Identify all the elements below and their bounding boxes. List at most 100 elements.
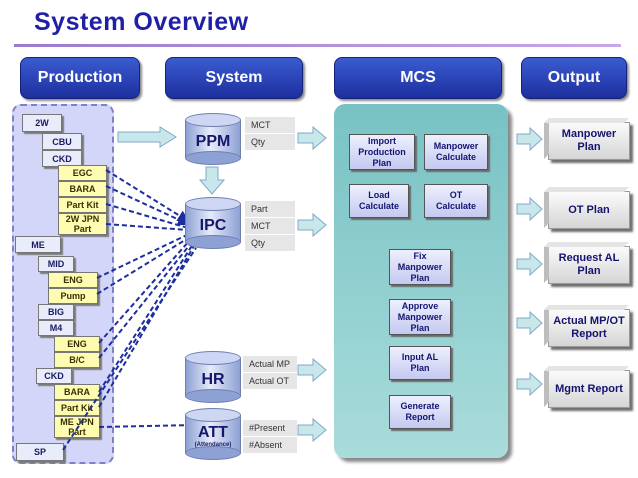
output-actual-line1: Actual MP/OT	[553, 315, 625, 327]
mcs-ot-calculate: OT Calculate	[424, 184, 488, 218]
att-sublabel: (Attendance)	[194, 442, 232, 448]
ppm-database: PPM	[185, 113, 241, 165]
att-database: ATT (Attendance)	[185, 408, 241, 460]
ipc-tag-mct: MCT	[245, 218, 295, 234]
ipc-tag-part: Part	[245, 201, 295, 217]
ipc-tag-qty: Qty	[245, 235, 295, 251]
prod-big: BIG	[38, 304, 74, 320]
mcs-generate-report: Generate Report	[389, 395, 451, 429]
mcs-import-line1: Import	[368, 135, 396, 146]
mcs-generate-line1: Generate	[400, 401, 440, 411]
mcs-load-calculate: Load Calculate	[349, 184, 409, 218]
output-manpower-line2: Plan	[577, 141, 601, 153]
mcs-fix-manpower-plan: Fix Manpower Plan	[389, 249, 451, 285]
arrow-to-ot-plan	[516, 196, 543, 222]
output-mgmt-report: Mgmt Report	[548, 370, 630, 408]
mcs-import-production-plan: Import Production Plan	[349, 134, 415, 170]
mcs-manpower-line1: Manpower	[433, 141, 479, 151]
prod-cbu: CBU	[42, 133, 82, 150]
prod-m4: M4	[38, 320, 74, 336]
mcs-approve-line2: Manpower	[397, 311, 443, 322]
output-actual-mp-ot-report: Actual MP/OT Report	[548, 309, 630, 347]
output-mgmt-line1: Mgmt Report	[555, 382, 623, 395]
output-ot-plan: OT Plan	[548, 191, 630, 229]
arrow-ipc-to-mcs	[297, 212, 327, 238]
dashed-line-bara	[105, 185, 190, 226]
mcs-input-al-line2: Plan	[410, 363, 430, 373]
mcs-import-line3: Plan	[372, 157, 392, 168]
output-manpower-line1: Manpower	[561, 128, 617, 140]
prod-2w-jpn-line2: Part	[73, 224, 92, 234]
prod-2w-jpn-line1: 2W JPN	[65, 214, 100, 224]
hr-tag-actual-mp: Actual MP	[243, 356, 297, 372]
prod-pump: Pump	[48, 288, 98, 304]
mcs-load-line1: Load	[368, 190, 390, 200]
arrow-prod-to-ppm	[117, 126, 177, 148]
prod-me-jpn-part: ME JPN Part	[54, 416, 100, 438]
dashed-line-egc	[105, 169, 190, 223]
mcs-input-al-line1: Input AL	[401, 352, 439, 362]
prod-bc: B/C	[54, 352, 100, 368]
header-output: Output	[521, 57, 627, 99]
output-request-al-line2: Plan	[577, 265, 601, 277]
prod-sp: SP	[16, 443, 64, 461]
arrow-to-manpower-plan	[516, 126, 543, 152]
prod-eng-2: ENG	[54, 336, 100, 352]
mcs-ot-line2: Calculate	[435, 201, 477, 211]
mcs-import-line2: Production	[358, 146, 406, 157]
output-ot-line1: OT Plan	[568, 203, 610, 216]
mcs-fix-line3: Plan	[410, 272, 430, 283]
arrow-ppm-to-mcs	[297, 125, 327, 151]
output-actual-line2: Report	[571, 328, 607, 340]
output-request-al-plan: Request AL Plan	[548, 246, 630, 284]
arrow-to-actual-mp	[516, 310, 543, 336]
header-production: Production	[20, 57, 140, 99]
header-mcs: MCS	[334, 57, 502, 99]
prod-egc: EGC	[58, 165, 107, 181]
prod-me-jpn-line1: ME JPN	[60, 417, 94, 427]
prod-bara: BARA	[58, 181, 107, 197]
ppm-tag-qty: Qty	[245, 134, 295, 150]
ppm-label: PPM	[195, 133, 231, 150]
prod-me-jpn-line2: Part	[68, 427, 86, 437]
mcs-manpower-line2: Calculate	[435, 152, 477, 162]
prod-2w-jpn-part: 2W JPN Part	[58, 213, 107, 235]
hr-tag-actual-ot: Actual OT	[243, 373, 297, 389]
header-system: System	[165, 57, 303, 99]
prod-mid: MID	[38, 256, 74, 272]
prod-bara-2: BARA	[54, 384, 100, 400]
ipc-label: IPC	[199, 217, 227, 234]
title-underline	[14, 44, 621, 47]
arrow-hr-to-mcs	[297, 357, 327, 383]
hr-database: HR	[185, 351, 241, 403]
mcs-load-line2: Calculate	[358, 201, 400, 211]
arrow-to-mgmt-report	[516, 371, 543, 397]
ppm-tag-mct: MCT	[245, 117, 295, 133]
mcs-ot-line1: OT	[449, 190, 463, 200]
mcs-fix-line2: Manpower	[397, 261, 443, 272]
prod-part-kit-2: Part Kit	[54, 400, 100, 416]
output-request-al-line1: Request AL	[558, 252, 620, 264]
page-title: System Overview	[34, 8, 249, 36]
prod-part-kit: Part Kit	[58, 197, 107, 213]
arrow-ppm-to-ipc	[198, 166, 226, 195]
ipc-database: IPC	[185, 197, 241, 249]
att-tag-present: #Present	[243, 420, 297, 436]
mcs-approve-line1: Approve	[401, 300, 439, 311]
att-tag-absent: #Absent	[243, 437, 297, 453]
prod-me: ME	[15, 236, 61, 253]
dashed-line-2wjpn	[105, 223, 189, 231]
mcs-approve-manpower-plan: Approve Manpower Plan	[389, 299, 451, 335]
prod-2w: 2W	[22, 114, 62, 132]
mcs-fix-line1: Fix	[413, 250, 427, 261]
output-manpower-plan: Manpower Plan	[548, 122, 630, 160]
prod-ckd-2: CKD	[36, 368, 72, 384]
arrow-to-request-al	[516, 251, 543, 277]
mcs-input-al-plan: Input AL Plan	[389, 346, 451, 380]
mcs-manpower-calculate: Manpower Calculate	[424, 134, 488, 170]
mcs-approve-line3: Plan	[410, 322, 430, 333]
dashed-line-partkit	[105, 203, 189, 229]
att-label: ATT	[198, 424, 228, 441]
mcs-generate-line2: Report	[405, 412, 435, 422]
arrow-att-to-mcs	[297, 417, 327, 443]
